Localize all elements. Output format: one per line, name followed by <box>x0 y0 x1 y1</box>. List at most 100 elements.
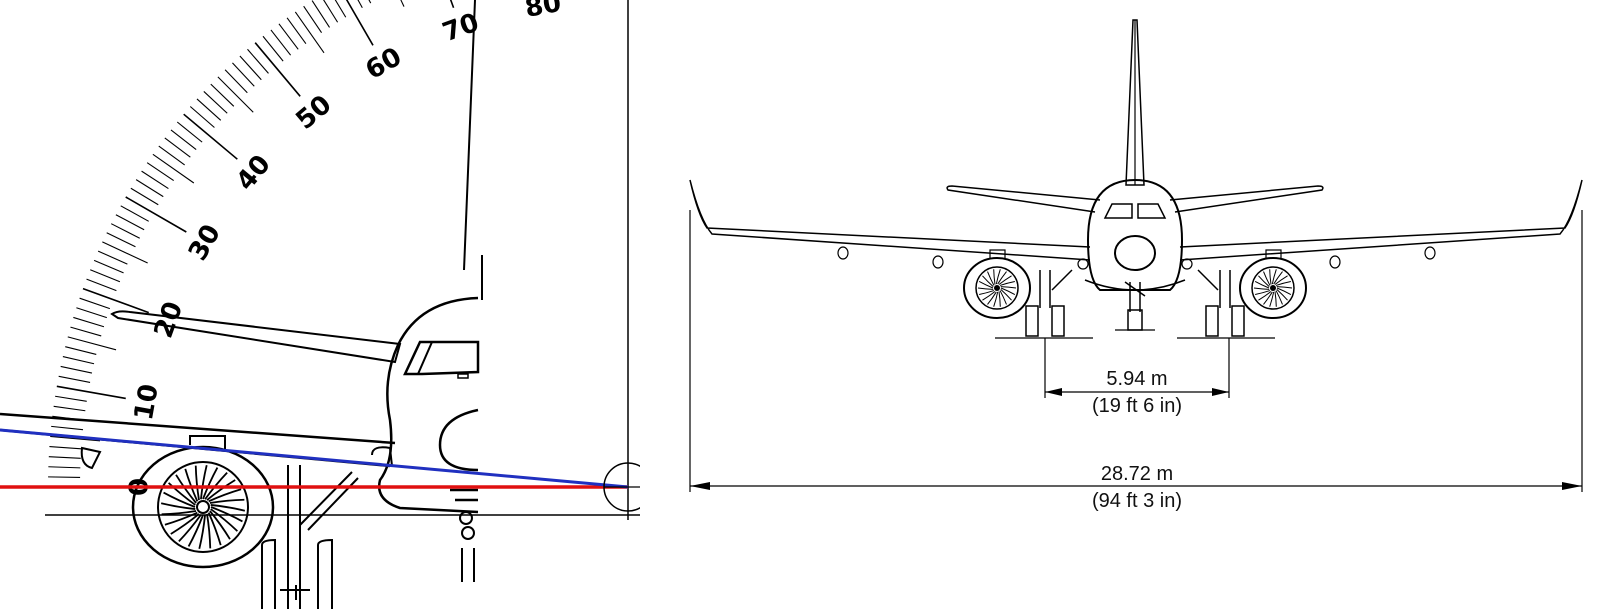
fan-blade <box>1274 291 1277 307</box>
flap-fairing <box>80 446 102 470</box>
protractor-tick <box>224 69 248 94</box>
fan-blade <box>977 287 994 290</box>
fan-blade <box>1274 275 1288 285</box>
stabilizer-outline <box>110 310 402 364</box>
protractor-tick <box>203 91 228 114</box>
protractor-tick <box>152 153 195 184</box>
protractor-tick <box>115 214 145 231</box>
span-value: 28.72 m <box>1101 463 1173 485</box>
protractor-tick-label: 30 <box>183 220 227 266</box>
protractor-tick <box>60 365 93 374</box>
protractor-ticks <box>48 0 455 488</box>
fan-blade <box>200 464 208 500</box>
fuselage-front <box>1077 178 1193 291</box>
protractor-tick <box>48 456 81 459</box>
stabilizer-right <box>1169 185 1324 213</box>
fan-blade <box>1258 291 1272 301</box>
wing-right <box>1179 179 1583 261</box>
fan-blade <box>194 465 200 501</box>
sensor <box>457 373 469 379</box>
wing-left <box>689 179 1091 261</box>
protractor-tick-label: 50 <box>290 90 337 136</box>
protractor-tick <box>189 106 215 128</box>
protractor-tick <box>278 23 299 50</box>
main-gear <box>261 465 359 609</box>
fan-blade <box>161 510 197 516</box>
protractor-tick <box>146 162 174 182</box>
arrowhead-right <box>1212 388 1229 396</box>
track-imperial: (19 ft 6 in) <box>1092 395 1182 417</box>
fan-blade <box>209 498 245 504</box>
fan-blade <box>1271 269 1277 285</box>
fan-blade <box>175 474 197 504</box>
fan-blade <box>206 479 236 501</box>
flap-fairing-right-2 <box>1424 246 1436 260</box>
fan-blade <box>209 510 231 540</box>
protractor-tick <box>67 336 117 351</box>
track-value: 5.94 m <box>1106 368 1167 390</box>
protractor-tick <box>254 42 301 97</box>
arrowhead-right <box>1562 482 1582 490</box>
protractor-tick <box>73 316 105 328</box>
engine-left-front <box>963 249 1031 319</box>
protractor-tick <box>58 375 91 383</box>
fan-blade <box>1275 290 1283 305</box>
fan-blade <box>1273 271 1283 285</box>
protractor-tick <box>334 0 347 18</box>
protractor-tick <box>176 121 203 143</box>
wing-root <box>371 446 393 467</box>
protractor-tick <box>311 0 330 28</box>
fan-blade <box>998 275 1012 285</box>
fan-blade <box>993 269 996 285</box>
fan-blade <box>1276 286 1293 289</box>
protractor-tick <box>49 445 82 450</box>
protractor-tick <box>323 0 339 23</box>
protractor-tick <box>48 476 81 478</box>
fan-blade <box>208 488 242 503</box>
protractor-tick <box>286 17 307 44</box>
fan-blade <box>995 269 1001 285</box>
protractor-tick <box>247 48 269 74</box>
fan-blade <box>187 514 204 547</box>
fan-blade <box>160 502 196 510</box>
fan-blade <box>1269 269 1272 285</box>
fan-blade <box>982 291 996 301</box>
fan-blade <box>999 281 1015 286</box>
protractor-tick <box>449 0 455 9</box>
protractor-tick <box>345 0 374 46</box>
fan-blade <box>987 271 995 286</box>
protractor-tick <box>270 29 292 56</box>
nose-gear <box>450 488 478 582</box>
protractor-tick <box>102 241 148 264</box>
fan-blade <box>206 513 212 549</box>
fan-blade <box>170 513 200 535</box>
protractor-tick <box>93 259 124 274</box>
fan-blade <box>1258 275 1270 288</box>
fan-blade <box>1275 281 1291 286</box>
fan-blade <box>1269 291 1275 307</box>
fan-blade <box>1000 287 1016 295</box>
protractor-tick <box>62 355 95 365</box>
fan-blade <box>210 508 239 532</box>
protractor-tick <box>79 297 111 310</box>
protractor-tick <box>125 196 187 233</box>
fan-blade <box>979 290 995 295</box>
protractor-tick-label: 70 <box>439 8 483 49</box>
fan-blade <box>982 275 994 288</box>
fan-blade <box>1276 287 1292 295</box>
protractor-tick-label: 20 <box>149 298 190 342</box>
flap-fairing-left-2 <box>932 255 944 269</box>
pylon <box>189 435 226 450</box>
protractor-tick <box>50 435 101 442</box>
protractor-tick <box>135 179 164 198</box>
protractor-tick-label: 40 <box>231 149 277 196</box>
fan-blade <box>1000 288 1012 301</box>
fan-blade <box>1253 287 1270 290</box>
fan-blade <box>987 291 997 305</box>
protractor-tick <box>76 307 107 319</box>
protractor-tick <box>239 55 262 81</box>
protractor-tick <box>400 0 405 7</box>
protractor-tick <box>65 346 97 355</box>
radome-front <box>1114 235 1156 271</box>
fan-blade <box>997 271 1007 285</box>
